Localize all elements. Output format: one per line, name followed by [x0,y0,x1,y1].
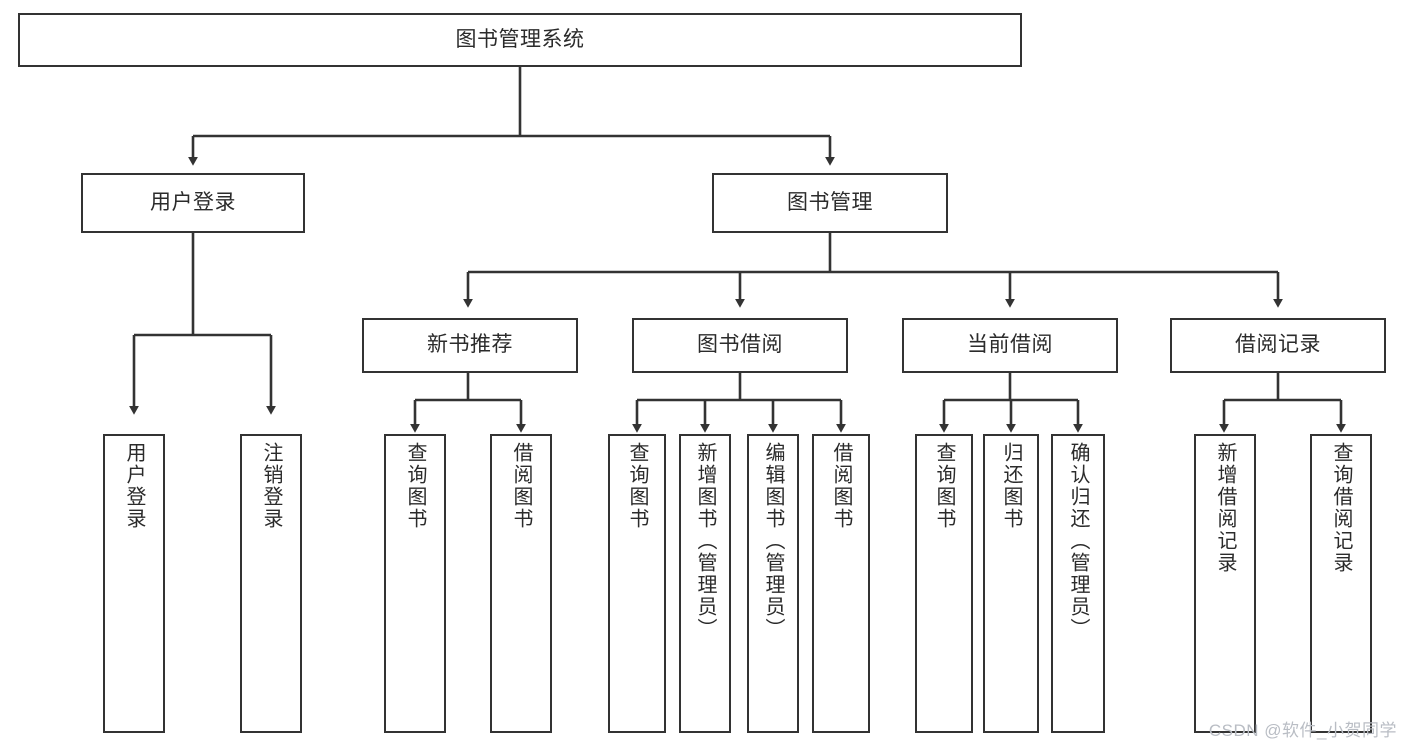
leaf-borrow-book-2-label: 借阅图书 [830,442,852,530]
node-book-management[interactable]: 图书管理 [712,173,948,233]
node-new-book-recommend[interactable]: 新书推荐 [362,318,578,373]
leaf-edit-book-label: 编辑图书（管理员） [762,442,784,640]
leaf-borrow-book-1-label: 借阅图书 [510,442,532,530]
leaf-query-book-2[interactable]: 查询图书 [608,434,666,733]
leaf-query-book-1-label: 查询图书 [404,442,426,530]
leaf-borrow-book-1[interactable]: 借阅图书 [490,434,552,733]
leaf-confirm-return-label: 确认归还（管理员） [1067,442,1089,640]
node-current-borrow[interactable]: 当前借阅 [902,318,1118,373]
node-root-label: 图书管理系统 [455,27,585,51]
leaf-user-login-label: 用户登录 [123,442,145,530]
leaf-borrow-book-2[interactable]: 借阅图书 [812,434,870,733]
leaf-logout-login-label: 注销登录 [260,442,282,530]
node-borrow-record-label: 借阅记录 [1235,333,1321,357]
leaf-user-login[interactable]: 用户登录 [103,434,165,733]
leaf-logout-login[interactable]: 注销登录 [240,434,302,733]
leaf-add-record-label: 新增借阅记录 [1214,442,1236,574]
leaf-confirm-return[interactable]: 确认归还（管理员） [1051,434,1105,733]
leaf-edit-book[interactable]: 编辑图书（管理员） [747,434,799,733]
node-user-login[interactable]: 用户登录 [81,173,305,233]
leaf-query-book-1[interactable]: 查询图书 [384,434,446,733]
node-book-borrow[interactable]: 图书借阅 [632,318,848,373]
node-current-borrow-label: 当前借阅 [967,333,1053,357]
node-user-login-label: 用户登录 [150,190,236,214]
node-root[interactable]: 图书管理系统 [18,13,1022,67]
leaf-return-book-label: 归还图书 [1000,442,1022,530]
leaf-add-book-label: 新增图书（管理员） [694,442,716,640]
node-borrow-record[interactable]: 借阅记录 [1170,318,1386,373]
node-book-borrow-label: 图书借阅 [697,333,783,357]
leaf-return-book[interactable]: 归还图书 [983,434,1039,733]
leaf-add-record[interactable]: 新增借阅记录 [1194,434,1256,733]
leaf-query-book-3-label: 查询图书 [933,442,955,530]
leaf-add-book[interactable]: 新增图书（管理员） [679,434,731,733]
leaf-query-record-label: 查询借阅记录 [1330,442,1352,574]
node-new-book-recommend-label: 新书推荐 [427,333,513,357]
leaf-query-record[interactable]: 查询借阅记录 [1310,434,1372,733]
node-book-management-label: 图书管理 [787,190,873,214]
leaf-query-book-3[interactable]: 查询图书 [915,434,973,733]
leaf-query-book-2-label: 查询图书 [626,442,648,530]
